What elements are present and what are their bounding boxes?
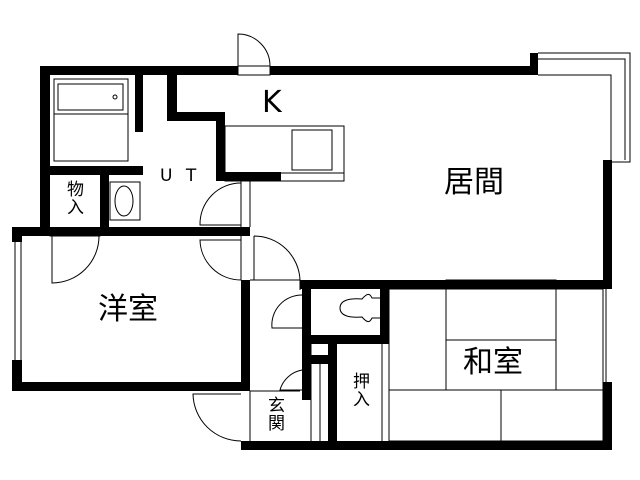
room-label-japanese-room: 和室 xyxy=(463,345,523,380)
room-label-entrance: 玄関 xyxy=(264,396,284,432)
fixtures xyxy=(14,33,631,442)
room-label-utility: U T xyxy=(160,166,201,186)
walls xyxy=(12,53,612,450)
room-label-western-room: 洋室 xyxy=(98,292,158,327)
room-label-storage: 物入 xyxy=(63,180,83,216)
room-label-closet: 押入 xyxy=(349,372,369,408)
room-label-living: 居間 xyxy=(444,165,504,200)
room-label-kitchen: K xyxy=(262,85,282,120)
